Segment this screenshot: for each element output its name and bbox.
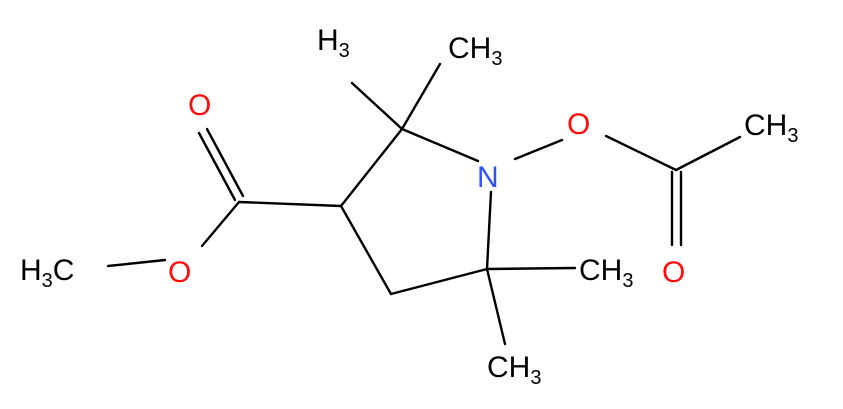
atom-labels: N O O CH3 O O H3C H3 CH3 CH3 CH3: [20, 24, 798, 389]
bond-cacyl-ch3: [674, 135, 742, 172]
bond-c4-c3: [339, 204, 393, 296]
atom-oxygen-acetyl-carbonyl: O: [662, 256, 685, 289]
bond-c5-me-a: [485, 266, 577, 271]
bond-cester-o-double-2: [205, 127, 245, 198]
bond-c2-me-b: [400, 62, 442, 131]
bond-n1-o: [513, 138, 564, 161]
atom-oxygen-n: O: [567, 108, 590, 141]
bond-cester-o-double-1: [197, 131, 237, 202]
bond-c5-c4: [389, 267, 489, 296]
atom-methyl-c2-b: CH3: [448, 32, 502, 70]
bond-cester-o-single: [200, 200, 241, 248]
bond-o-cacyl: [604, 134, 678, 172]
atom-nitrogen: N: [477, 161, 499, 194]
bond-c2-me-a: [350, 81, 404, 131]
atom-methyl-c2-a: H3: [317, 24, 350, 62]
bond-o-ch3: [106, 258, 167, 268]
bond-c3-cester: [237, 200, 343, 208]
atom-oxygen-ester: O: [168, 256, 191, 289]
atom-methyl-methoxy: H3C: [20, 254, 74, 292]
atom-oxygen-ester-carbonyl: O: [188, 89, 211, 122]
bond-c2-n1: [400, 127, 480, 163]
atom-methyl-acetyl: CH3: [744, 109, 798, 147]
atom-methyl-c5-b: CH3: [487, 351, 541, 389]
atom-methyl-c5-a: CH3: [579, 254, 633, 292]
bond-c3-c2: [339, 127, 404, 208]
bond-n1-c5: [485, 190, 493, 271]
bonds: [106, 62, 742, 346]
bond-c5-me-b: [485, 267, 507, 346]
